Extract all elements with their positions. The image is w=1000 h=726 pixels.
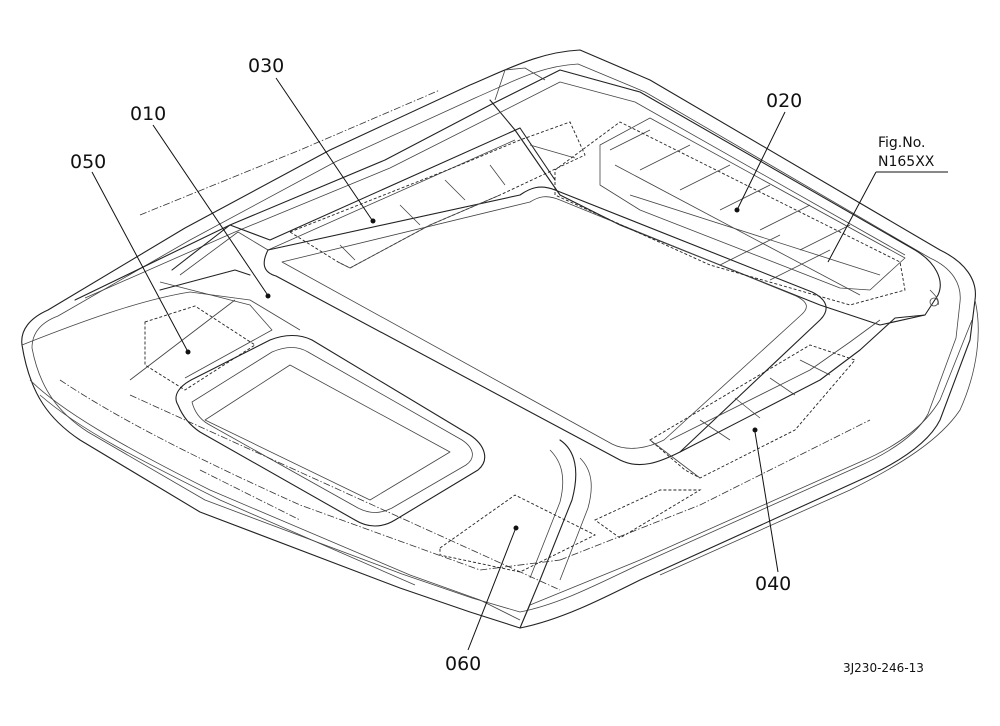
- pad-020: [554, 117, 906, 306]
- part-label-010: 010: [130, 103, 166, 125]
- part-label-050: 050: [70, 151, 106, 173]
- part-label-040: 040: [755, 573, 791, 595]
- hood-inner-frame: [59, 67, 941, 629]
- part-label-020: 020: [766, 90, 802, 112]
- fig-no-value: N165XX: [878, 154, 935, 170]
- pad-060: [439, 489, 702, 573]
- part-label-060: 060: [445, 653, 481, 675]
- pad-040: [649, 344, 856, 479]
- pad-030: [289, 121, 586, 269]
- hood-outline: [21, 49, 979, 629]
- pad-050: [144, 305, 256, 391]
- fig-no-label: Fig.No.: [878, 135, 926, 151]
- leader-lines: [91, 77, 948, 651]
- part-label-030: 030: [248, 55, 284, 77]
- drawing-code: 3J230-246-13: [843, 661, 924, 675]
